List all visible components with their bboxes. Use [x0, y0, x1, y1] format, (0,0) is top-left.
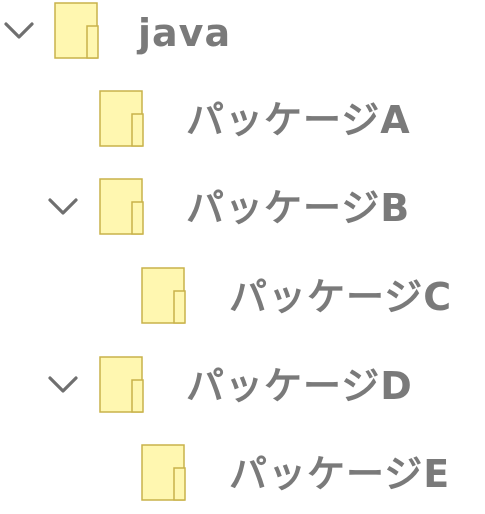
- folder-icon: [99, 178, 145, 236]
- folder-icon: [141, 267, 187, 325]
- tree-item-package-a[interactable]: パッケージA: [0, 90, 485, 160]
- tree-item-label: パッケージE: [229, 452, 451, 496]
- tree-item-package-b[interactable]: パッケージB: [0, 178, 485, 248]
- tree-item-label: パッケージC: [229, 275, 453, 319]
- folder-icon: [99, 90, 145, 148]
- tree-item-label: パッケージD: [186, 364, 413, 408]
- folder-icon: [141, 444, 187, 502]
- tree-item-package-c[interactable]: パッケージC: [0, 267, 485, 337]
- tree-item-label: パッケージB: [186, 186, 411, 230]
- chevron-down-icon[interactable]: [46, 190, 80, 224]
- chevron-down-icon[interactable]: [46, 368, 80, 402]
- tree-item-package-d[interactable]: パッケージD: [0, 356, 485, 426]
- tree-item-package-e[interactable]: パッケージE: [0, 444, 485, 514]
- tree-item-label: java: [138, 11, 232, 55]
- folder-icon: [99, 356, 145, 414]
- tree-item-label: パッケージA: [186, 98, 411, 142]
- chevron-down-icon[interactable]: [2, 14, 36, 48]
- tree-item-java[interactable]: java: [0, 2, 485, 72]
- folder-icon: [54, 2, 100, 60]
